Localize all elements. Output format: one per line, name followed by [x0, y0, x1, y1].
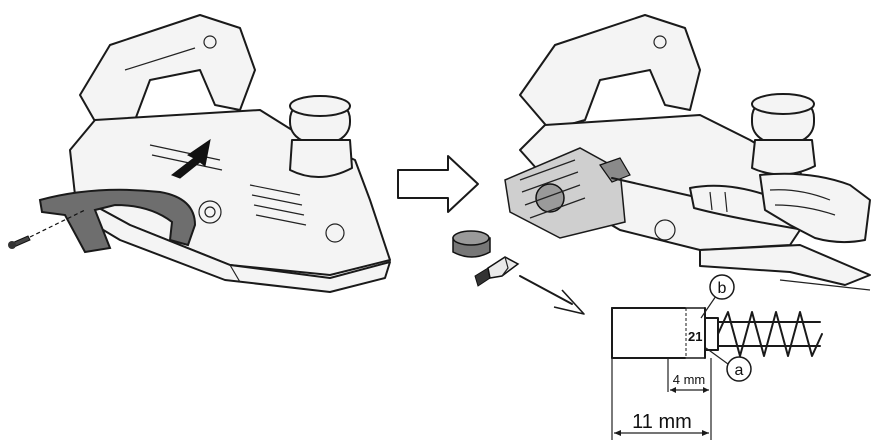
left-planer-illustration	[8, 14, 391, 293]
part-number-label: 21	[688, 329, 702, 344]
callout-a-circle	[726, 356, 752, 382]
carbon-brush-icon	[474, 256, 520, 287]
screw-icon	[8, 235, 31, 249]
dimension-large-label: 11 mm	[632, 411, 692, 433]
callout-b-circle	[709, 274, 735, 300]
callout-b-label: b	[718, 280, 727, 297]
callout-a-label: a	[735, 362, 744, 379]
arrow-right-icon	[397, 155, 479, 213]
brush-detail-drawing: b a 21 4 mm 11 mm	[611, 274, 823, 440]
leader-arrow	[519, 275, 585, 315]
brush-cap-icon	[452, 230, 491, 258]
dimension-small-label: 4 mm	[673, 372, 706, 387]
right-planer-illustration	[504, 14, 871, 291]
